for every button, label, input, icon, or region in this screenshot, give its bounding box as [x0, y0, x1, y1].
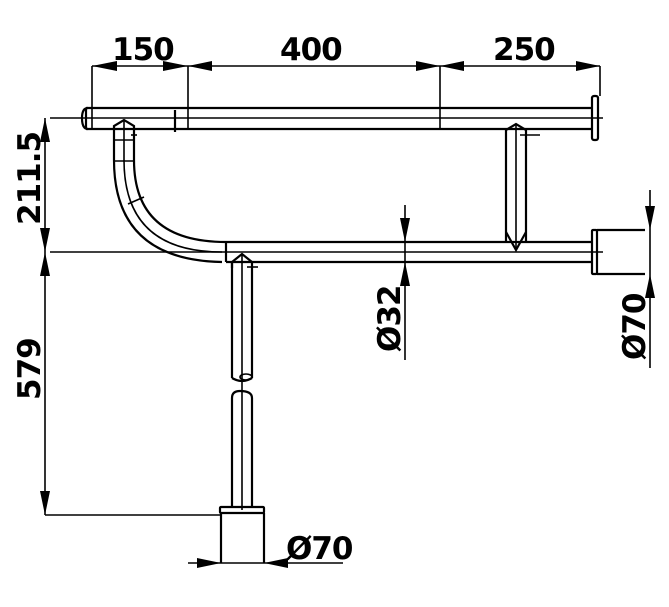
dim-floor-diameter-70: Ø70	[286, 531, 353, 567]
dim-579: 579	[12, 338, 48, 400]
dim-211-5: 211.5	[12, 132, 48, 225]
dim-wall-diameter-70: Ø70	[617, 293, 653, 360]
dim-400: 400	[280, 32, 342, 68]
tube-diameter-dimension: Ø32	[372, 205, 410, 360]
dim-250: 250	[493, 32, 555, 68]
middle-horizontal-bar	[50, 228, 645, 276]
floor-flange-diameter-dimension: Ø70	[188, 531, 354, 568]
top-dimensions: 150 400 250	[91, 32, 601, 130]
curved-left-branch	[112, 118, 228, 264]
right-vertical-connector	[504, 122, 540, 253]
dim-150: 150	[112, 32, 174, 68]
left-dimensions: 211.5 579	[12, 118, 221, 516]
dim-diameter-32: Ø32	[372, 286, 408, 353]
vertical-leg	[218, 252, 266, 563]
wall-flange-diameter-dimension: Ø70	[617, 190, 655, 368]
